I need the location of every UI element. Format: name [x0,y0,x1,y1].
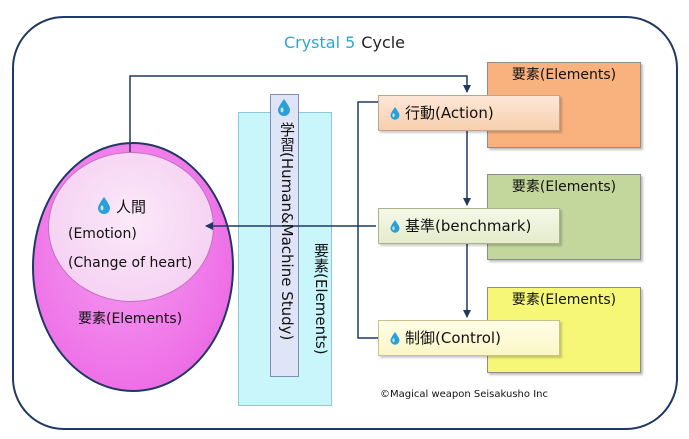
human-label: 人間 [116,198,147,216]
step-control[interactable]: 制御(Control) [378,320,560,356]
water-drop-icon [390,332,400,345]
human-emotion: (Emotion) [68,226,137,242]
elements-label: 要素(Elements) [511,179,617,195]
loop-line [357,101,378,339]
step-label: 制御(Control) [405,329,501,347]
human-change-of-heart: (Change of heart) [68,255,193,271]
human-elements-label: 要素(Elements) [78,311,183,327]
study-drop [276,98,294,118]
human-inner-ellipse [48,152,214,302]
study-elements-label: 要素(Elements) [312,243,330,355]
study-box [270,94,299,377]
elements-box-control: 要素(Elements) [487,287,641,373]
diagram-title: Crystal 5 Cycle [0,33,689,52]
step-benchmark[interactable]: 基準(benchmark) [378,208,560,244]
arrow-human-to-action [129,75,471,152]
title-part-cycle: Cycle [361,33,406,52]
title-part-crystal: Crystal 5 [283,33,356,52]
step-action[interactable]: 行動(Action) [378,95,560,131]
cycle-frame [12,16,678,430]
water-drop-icon [390,107,400,120]
water-drop-icon [278,99,290,116]
elements-label: 要素(Elements) [511,292,617,308]
water-drop-icon [390,220,400,233]
water-drop-icon [98,197,110,214]
study-label: 学習(Human&Machine Study) [278,122,296,341]
copyright-text: ©Magical weapon Seisakusho Inc [380,389,548,400]
human-label-row: 人間 [96,196,146,217]
elements-label: 要素(Elements) [511,67,617,83]
step-label: 基準(benchmark) [405,217,532,235]
step-label: 行動(Action) [405,104,494,122]
